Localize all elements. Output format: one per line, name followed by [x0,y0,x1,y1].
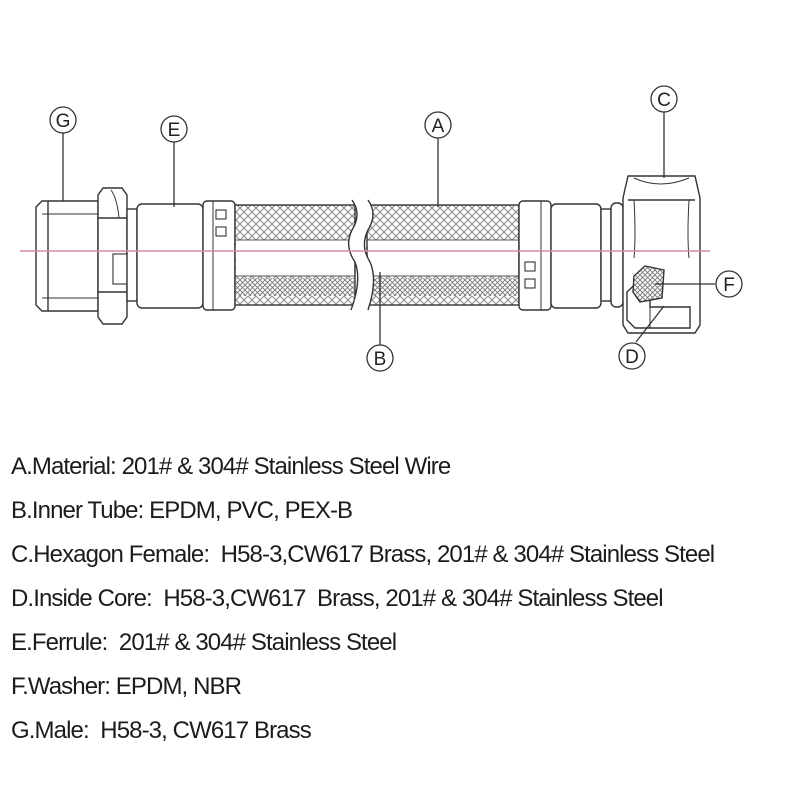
legend-item-g: G.Male: H58-3, CW617 Brass [11,717,312,744]
legend-item-f: F.Washer: EPDM, NBR [11,673,242,700]
braided-hose [234,199,520,311]
legend-item-a: A.Material: 201# & 304# Stainless Steel … [11,453,451,480]
callout-e: E [160,115,188,143]
hose-assembly-diagram: A B C D E F G [20,85,743,372]
callout-d: D [618,342,646,370]
ferrule-left [126,200,236,311]
parts-legend: A.Material: 201# & 304# Stainless Steel … [11,447,800,755]
callout-a-label: A [432,116,445,137]
legend-item-c: C.Hexagon Female: H58-3,CW617 Brass, 201… [11,541,715,568]
hexagon-female-nut [622,175,701,334]
callout-d-label: D [625,347,639,368]
callout-a: A [424,111,452,139]
callout-g: G [49,106,77,134]
callout-e-label: E [168,120,181,141]
leader-lines [62,112,715,345]
ferrule-right [518,200,624,311]
legend-item-b: B.Inner Tube: EPDM, PVC, PEX-B [11,497,353,524]
callout-f-label: F [723,275,735,296]
callout-c: C [650,85,678,113]
legend-item-e: E.Ferrule: 201# & 304# Stainless Steel [11,629,397,656]
legend-item-d: D.Inside Core: H58-3,CW617 Brass, 201# &… [11,585,664,612]
callout-b: B [366,344,394,372]
callout-g-label: G [56,111,71,132]
callout-f: F [715,270,743,298]
callout-c-label: C [657,90,671,111]
callout-b-label: B [374,349,387,370]
male-fitting [35,187,128,325]
